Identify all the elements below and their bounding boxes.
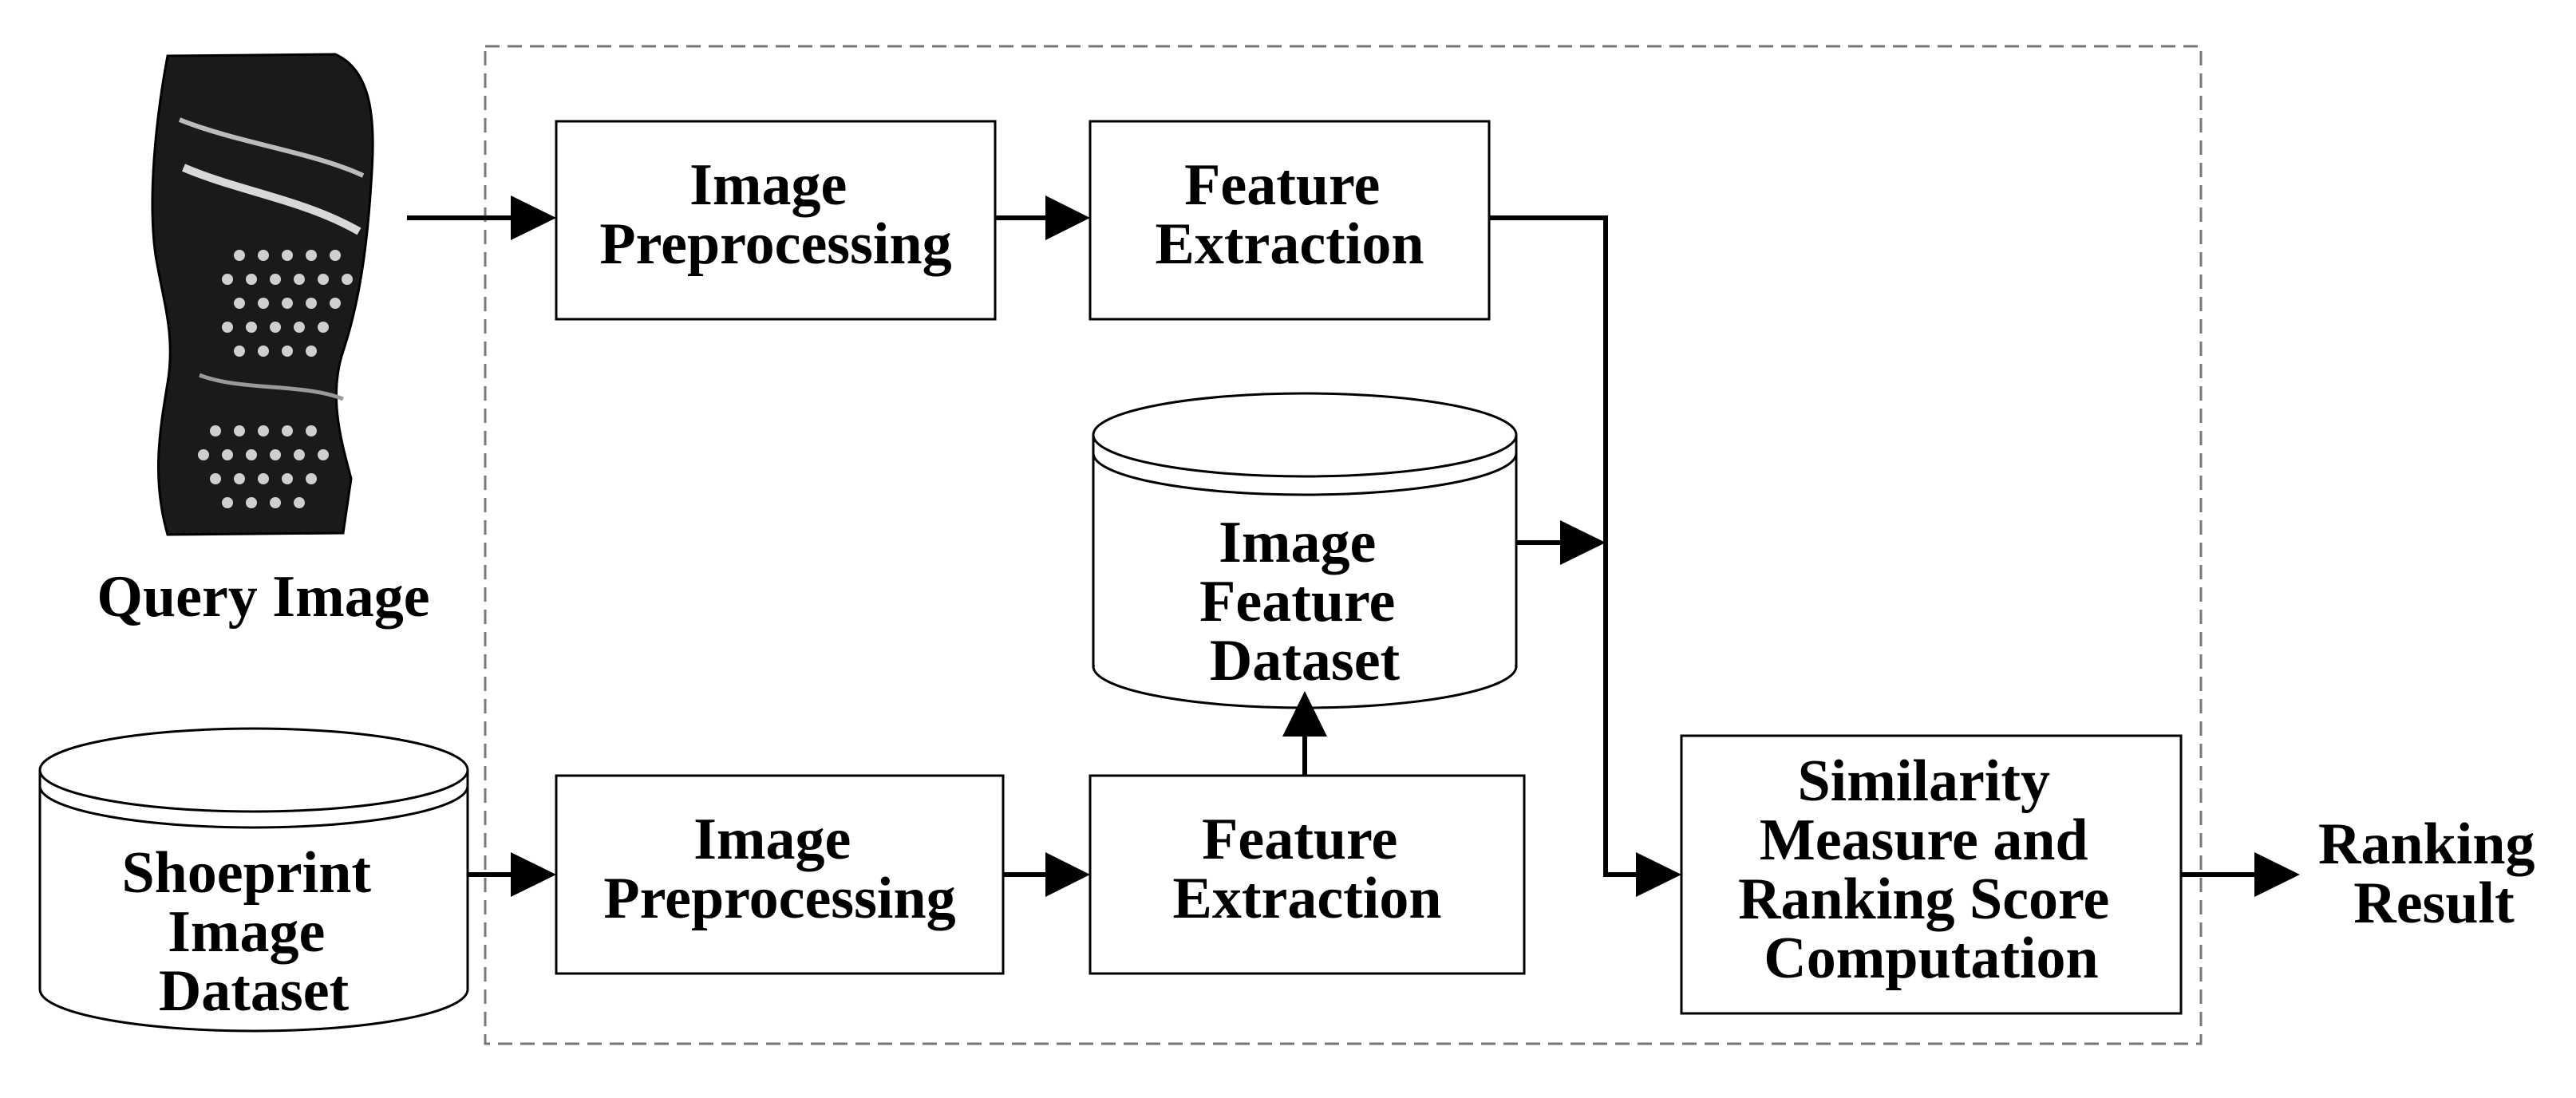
feature-dataset-label-line-2: Feature — [1199, 569, 1395, 634]
top-feature-extraction-box — [1088, 120, 1491, 321]
bottom-feature-extraction-label-line-1: Feature — [1202, 807, 1397, 872]
svg-text:Ranking Result: Ranking Result — [2318, 812, 2550, 936]
shoeprint-dataset-label-line-2: Image — [168, 899, 325, 965]
shoeprint-dataset-label-line-1: Shoeprint — [121, 840, 371, 906]
arrow-extraction-to-feature-dataset — [1282, 691, 1327, 776]
query-image-caption: Query Image — [97, 564, 429, 630]
top-feature-extraction-label-line-1: Feature — [1184, 152, 1380, 218]
similarity-label-line-4: Computation — [1764, 926, 2098, 991]
bottom-preprocessing-box — [555, 774, 1005, 975]
arrow-preprocessing-to-extraction-top — [995, 196, 1090, 240]
bottom-preprocessing-label-line-1: Image — [693, 807, 851, 872]
connector-top-extraction-to-similarity — [1489, 215, 1681, 897]
query-shoeprint-image — [151, 49, 377, 538]
ranking-result-label-line-2: Result — [2353, 871, 2515, 936]
shoeprint-dataset-label-line-3: Dataset — [159, 958, 350, 1024]
similarity-label-line-1: Similarity — [1797, 748, 2050, 814]
svg-text:Image Feature Dataset: Image Feature Dataset — [1199, 510, 1410, 693]
top-preprocessing-label-line-2: Preprocessing — [599, 211, 951, 277]
svg-text:Feature Extraction: Feature Extraction — [1172, 807, 1441, 931]
arrow-preprocessing-to-extraction-bottom — [1003, 852, 1090, 897]
bottom-feature-extraction-label-line-2: Extraction — [1172, 866, 1441, 931]
image-feature-dataset-cylinder — [1092, 392, 1518, 709]
shoeprint-dataset-cylinder — [38, 727, 469, 1033]
ranking-result-label-line-1: Ranking — [2318, 812, 2535, 877]
top-preprocessing-box — [555, 120, 997, 321]
svg-text:Image Preprocessing: Image Preprocessing — [603, 807, 955, 931]
svg-text:Image Preprocessing: Image Preprocessing — [599, 152, 951, 277]
similarity-label-line-3: Ranking Score — [1738, 867, 2109, 932]
arrow-query-to-preprocessing — [407, 196, 556, 240]
system-boundary — [484, 45, 2203, 1045]
feature-dataset-label-line-1: Image — [1219, 510, 1376, 575]
top-feature-extraction-label-line-2: Extraction — [1155, 211, 1424, 277]
arrow-dataset-to-preprocessing — [468, 852, 556, 897]
top-preprocessing-label-line-1: Image — [689, 152, 847, 218]
svg-text:Feature Extraction: Feature Extraction — [1155, 152, 1424, 277]
bottom-preprocessing-label-line-2: Preprocessing — [603, 866, 955, 931]
similarity-computation-box — [1680, 734, 2183, 1015]
similarity-label-line-2: Measure and — [1760, 808, 2088, 873]
feature-dataset-label-line-3: Dataset — [1210, 628, 1401, 693]
svg-text:Shoeprint Image Datase: Shoeprint Image Dataset — [121, 840, 385, 1024]
svg-text:Similarity Measure and: Similarity Measure and Ranking Score Com… — [1738, 748, 2124, 991]
arrow-similarity-to-result — [2181, 852, 2300, 897]
arrow-feature-dataset-to-connector — [1516, 520, 1606, 565]
